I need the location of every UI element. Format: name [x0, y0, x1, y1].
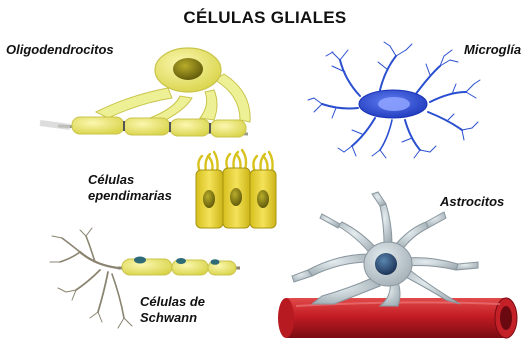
label-schwann-line1: Células de: [140, 294, 205, 309]
microglia-illustration: [308, 42, 480, 158]
ependymal-cells-illustration: [196, 150, 276, 228]
label-ependimarias-line2: ependimarias: [88, 188, 172, 203]
label-schwann-line2: Schwann: [140, 310, 197, 325]
label-astrocitos: Astrocitos: [440, 194, 504, 209]
astrocyte-illustration: [292, 192, 478, 306]
label-microglia: Microglía: [464, 42, 521, 57]
label-oligodendrocitos: Oligodendrocitos: [6, 42, 114, 57]
diagram-title: CÉLULAS GLIALES: [0, 8, 530, 28]
oligodendrocyte-illustration: [40, 48, 250, 137]
label-ependimarias-line1: Células: [88, 172, 134, 187]
